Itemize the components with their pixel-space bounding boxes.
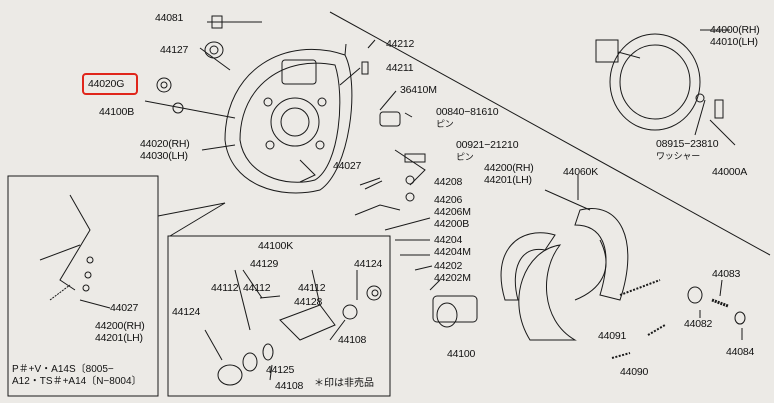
part-label-44084[interactable]: 44084 <box>726 346 755 358</box>
part-label-44090[interactable]: 44090 <box>620 366 649 378</box>
part-label-44200-44201-inset[interactable]: 44200(RH) 44201(LH) <box>95 320 145 344</box>
part-label-44112-c[interactable]: 44112 <box>298 282 326 294</box>
cylinder-kit-icon <box>204 269 382 386</box>
part-label-44020g[interactable]: 44020G <box>88 78 125 90</box>
inset-box-44100k <box>167 235 391 397</box>
part-label-44027-inset[interactable]: 44027 <box>110 302 139 314</box>
part-label-00921-21210[interactable]: 00921−21210 <box>456 139 519 151</box>
part-label-44127[interactable]: 44127 <box>160 44 189 56</box>
backing-plate-icon <box>224 48 353 194</box>
part-label-44124-a[interactable]: 44124 <box>172 306 201 318</box>
part-label-44100b[interactable]: 44100B <box>99 106 135 118</box>
part-label-44202[interactable]: 44202 <box>434 260 463 272</box>
part-label-44082[interactable]: 44082 <box>684 318 713 330</box>
pin-label-2: ピン <box>456 152 474 162</box>
part-label-44091[interactable]: 44091 <box>598 330 627 342</box>
part-label-44108-b[interactable]: 44108 <box>275 380 304 392</box>
inset-box-left <box>7 175 159 397</box>
wheel-cylinder-icon <box>429 279 478 328</box>
part-label-00840-81610[interactable]: 00840−81610 <box>436 106 499 118</box>
brake-shoe-icon <box>500 175 629 341</box>
part-label-44100[interactable]: 44100 <box>447 348 476 360</box>
bolt-icon <box>211 15 262 29</box>
part-label-44081[interactable]: 44081 <box>155 12 184 24</box>
part-label-44000a[interactable]: 44000A <box>712 166 748 178</box>
highlight-box <box>82 73 138 95</box>
part-label-44211[interactable]: 44211 <box>386 62 414 74</box>
part-label-44204m[interactable]: 44204M <box>434 246 471 258</box>
non-sale-note: ＊印は非売品 <box>314 378 374 389</box>
part-label-44000-44010[interactable]: 44000(RH) 44010(LH) <box>710 24 760 48</box>
part-label-44212[interactable]: 44212 <box>386 38 415 50</box>
part-label-44128[interactable]: 44128 <box>294 296 323 308</box>
part-label-44124-b[interactable]: 44124 <box>354 258 383 270</box>
part-label-44200-44201[interactable]: 44200(RH) 44201(LH) <box>484 162 534 186</box>
adjuster-lever-icon <box>39 194 111 309</box>
part-label-44202m[interactable]: 44202M <box>434 272 471 284</box>
part-label-44208[interactable]: 44208 <box>434 176 463 188</box>
model-note: P＃+V・A14S〔8005− A12・TS＃+A14〔N−8004〕 <box>12 364 142 387</box>
drum-assembly-icon <box>595 29 736 146</box>
part-label-44204[interactable]: 44204 <box>434 234 463 246</box>
part-label-44125[interactable]: 44125 <box>266 364 295 376</box>
part-label-44060k[interactable]: 44060K <box>563 166 599 178</box>
part-label-36410m[interactable]: 36410M <box>400 84 437 96</box>
part-label-44027[interactable]: 44027 <box>333 160 362 172</box>
part-label-44206[interactable]: 44206 <box>434 194 463 206</box>
separator-line <box>329 11 771 256</box>
part-label-44020-44030[interactable]: 44020(RH) 44030(LH) <box>140 138 190 162</box>
washer-label: ワッシャー <box>656 151 701 161</box>
part-label-44206m[interactable]: 44206M <box>434 206 471 218</box>
part-label-44108-a[interactable]: 44108 <box>338 334 367 346</box>
part-label-44112-b[interactable]: 44112 <box>243 282 271 294</box>
part-label-08915-23810[interactable]: 08915−23810 <box>656 138 719 150</box>
part-label-44200b[interactable]: 44200B <box>434 218 470 230</box>
part-label-44083[interactable]: 44083 <box>712 268 741 280</box>
seal-icon <box>204 41 224 59</box>
nut-icon <box>156 77 172 93</box>
part-label-44112-a[interactable]: 44112 <box>211 282 239 294</box>
bleeder-icon <box>172 102 184 114</box>
part-label-44129[interactable]: 44129 <box>250 258 279 270</box>
part-label-44100k[interactable]: 44100K <box>258 240 294 252</box>
pin-label-1: ピン <box>436 119 454 129</box>
